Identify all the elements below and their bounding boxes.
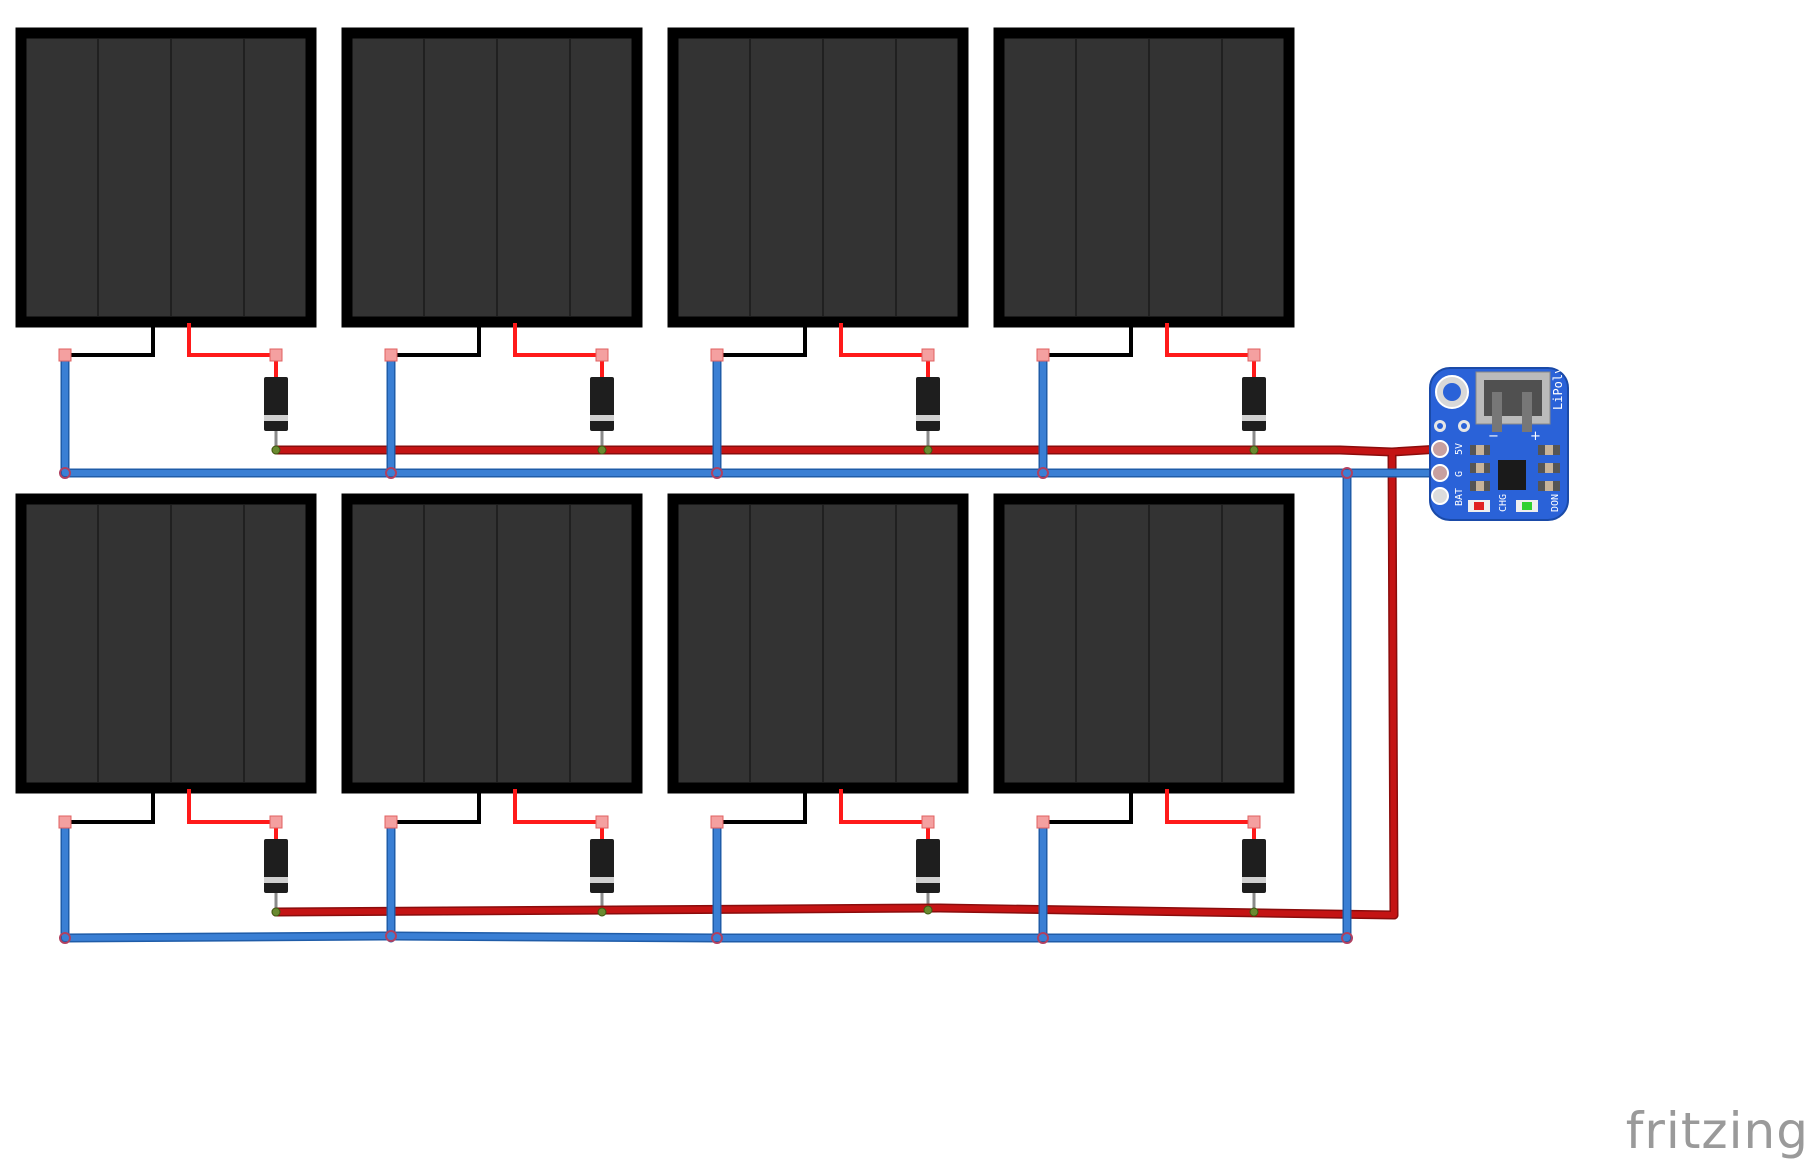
diode-2 — [590, 377, 614, 431]
solar-panel-2 — [347, 33, 637, 322]
solar-panel-1 — [21, 33, 311, 322]
diode-1 — [264, 377, 288, 431]
diodes — [274, 430, 1256, 912]
smd-components — [1470, 445, 1560, 491]
chg-label: CHG — [1498, 494, 1509, 512]
diode-8 — [1242, 839, 1266, 893]
solar-panel-3 — [673, 33, 963, 322]
panel-leads-top-row — [65, 323, 1256, 378]
wire-endpoints — [58, 348, 1353, 944]
diode-6 — [590, 839, 614, 893]
done-label: DON — [1550, 494, 1561, 512]
solar-panel-6 — [347, 499, 637, 788]
positive-bus-wires[interactable] — [271, 444, 1445, 920]
pin-bat-label: BAT — [1454, 488, 1465, 506]
board-title-label: LiPoly — [1551, 367, 1565, 410]
jst-connector — [1475, 371, 1551, 432]
solar-panel-7 — [673, 499, 963, 788]
solar-panel-4 — [999, 33, 1289, 322]
diode-7 — [916, 839, 940, 893]
diode-3 — [916, 377, 940, 431]
done-led — [1516, 500, 1538, 512]
pad-5v[interactable] — [1431, 440, 1449, 458]
chg-led — [1468, 500, 1490, 512]
pin-g-label: G — [1454, 471, 1465, 477]
mounting-hole-inner — [1443, 383, 1461, 401]
solar-panel-8 — [999, 499, 1289, 788]
ground-bus-wires[interactable] — [60, 350, 1445, 943]
panel-leads-bottom-row — [65, 789, 1256, 840]
solar-panel-5 — [21, 499, 311, 788]
pad-ground[interactable] — [1431, 464, 1449, 482]
diode-4 — [1242, 377, 1266, 431]
minus-label: − — [1488, 429, 1499, 444]
fritzing-watermark: fritzing — [1625, 1102, 1809, 1160]
pin-5v-label: 5V — [1454, 443, 1465, 455]
diode-5 — [264, 839, 288, 893]
lipoly-charger-board[interactable]: LiPoly − + 5V G BAT CHG DON — [1429, 367, 1569, 521]
plus-label: + — [1530, 429, 1541, 444]
pad-bat[interactable] — [1431, 487, 1449, 505]
